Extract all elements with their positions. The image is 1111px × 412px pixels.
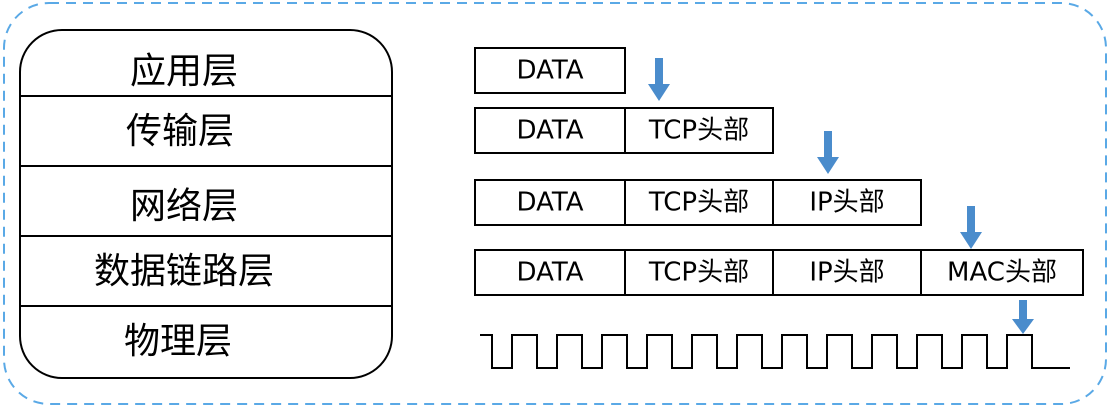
encapsulation-arrows bbox=[648, 58, 1034, 334]
ip-header-box bbox=[772, 249, 922, 296]
down-arrow-icon bbox=[960, 206, 982, 249]
ip-header-box bbox=[772, 179, 922, 226]
tcp-header-label: TCP头部 bbox=[648, 116, 749, 146]
ip-header-label: IP头部 bbox=[809, 258, 884, 288]
tcp-header-box bbox=[624, 107, 774, 154]
layer-stack: 应用层 传输层 网络层 数据链路层 物理层 bbox=[19, 29, 393, 379]
layer-label-data-link: 数据链路层 bbox=[94, 251, 274, 292]
tcp-header-label: TCP头部 bbox=[648, 258, 749, 288]
data-box bbox=[474, 179, 626, 226]
layer-label-network: 网络层 bbox=[130, 186, 238, 227]
down-arrow-icon bbox=[817, 131, 839, 174]
mac-header-label: MAC头部 bbox=[947, 258, 1057, 288]
down-arrow-icon bbox=[1012, 300, 1034, 334]
physical-signal-waveform bbox=[480, 334, 1070, 369]
down-arrow-icon bbox=[648, 58, 670, 101]
ip-header-label: IP头部 bbox=[809, 188, 884, 218]
encapsulation-area: DATA DATA TCP头部 DATA TCP头部 IP头部 DATA TCP… bbox=[474, 47, 1084, 296]
data-box-label: DATA bbox=[517, 56, 584, 86]
layer-label-application: 应用层 bbox=[130, 51, 238, 92]
data-box bbox=[474, 107, 626, 154]
data-box bbox=[474, 47, 626, 94]
tcp-header-label: TCP头部 bbox=[648, 188, 749, 218]
data-box-label: DATA bbox=[517, 116, 584, 146]
layer-label-physical: 物理层 bbox=[124, 321, 232, 362]
tcp-header-box bbox=[624, 179, 774, 226]
mac-header-box bbox=[920, 249, 1084, 296]
layer-stack-border bbox=[19, 29, 393, 379]
data-box-label: DATA bbox=[517, 258, 584, 288]
layer-label-transport: 传输层 bbox=[126, 111, 234, 152]
data-box-label: DATA bbox=[517, 188, 584, 218]
